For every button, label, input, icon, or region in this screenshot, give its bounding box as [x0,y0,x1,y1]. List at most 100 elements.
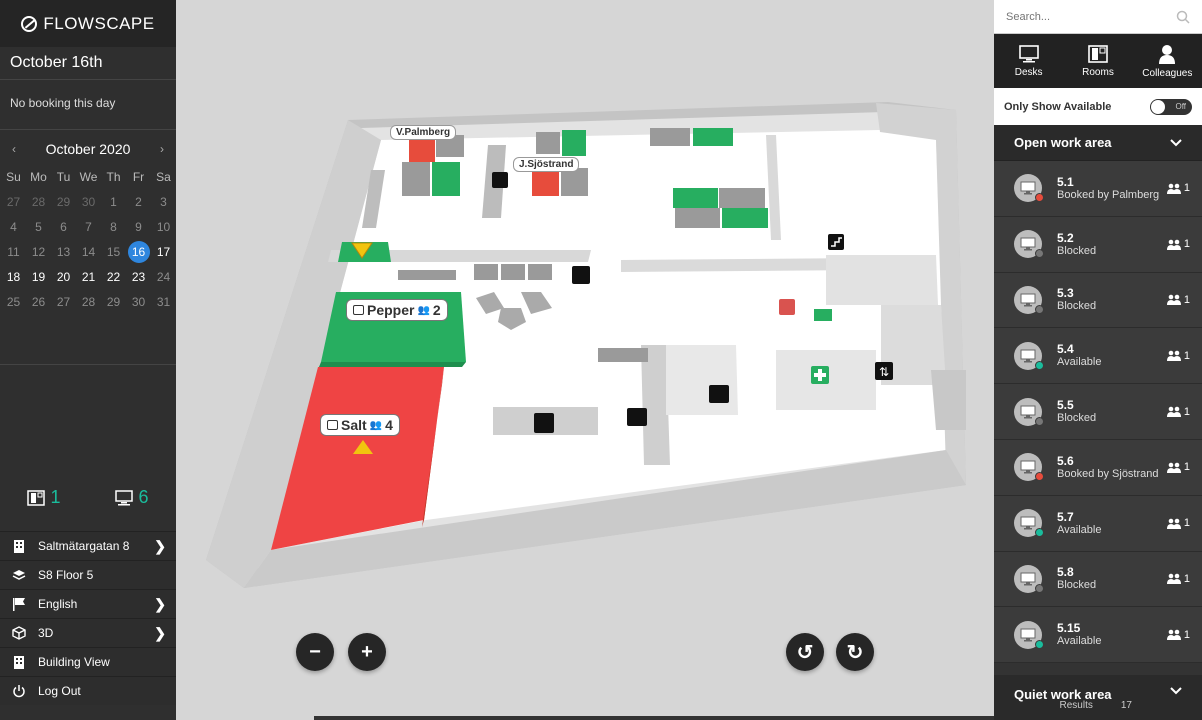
bench [598,348,648,362]
desk-capacity-value: 1 [1183,517,1190,530]
search-input[interactable] [1006,10,1176,23]
section-quiet-work-area[interactable]: Quiet work area [994,675,1202,720]
calendar-day[interactable]: 23 [131,269,146,284]
desk-status: Blocked [1057,579,1097,592]
desk-blocked [436,135,464,157]
people-icon [1166,295,1181,306]
tab-label: Colleagues [1142,67,1193,79]
wall-left [206,120,381,588]
calendar-day[interactable]: 22 [106,269,121,284]
status-dot [1035,304,1044,314]
room-block [826,255,938,305]
monitor-icon [1014,620,1044,649]
calendar-day[interactable]: 26 [31,294,46,309]
person-icon [1159,44,1176,64]
calendar-day[interactable]: 27 [56,294,71,309]
section-open-work-area[interactable]: Open work area [994,125,1202,161]
calendar-day[interactable]: 12 [31,244,46,259]
desk-capacity-value: 1 [1183,572,1190,585]
calendar-day[interactable]: 13 [56,244,71,259]
calendar-next-button[interactable]: › [160,142,164,156]
calendar-day[interactable]: 17 [156,244,171,259]
calendar-day[interactable]: 30 [131,294,146,309]
menu-item-s8-floor-5[interactable]: S8 Floor 5 [0,560,176,589]
status-dot [1035,193,1044,203]
calendar-day[interactable]: 7 [85,219,92,234]
calendar-day[interactable]: 18 [6,269,21,284]
room-salt[interactable] [271,367,444,550]
restaurant-icon [534,413,554,433]
calendar-day[interactable]: 20 [56,269,71,284]
results-label: Results [1059,700,1093,711]
monitor-icon [1014,230,1044,259]
calendar-day[interactable]: 21 [81,269,96,284]
tab-rooms[interactable]: Rooms [1063,34,1132,88]
selected-date-title: October 16th [0,47,176,80]
layers-icon [10,569,28,581]
calendar-prev-button[interactable]: ‹ [12,142,16,156]
calendar-day[interactable]: 1 [110,194,117,209]
monitor-icon [1014,341,1044,370]
calendar-day[interactable]: 15 [106,244,121,259]
restroom-icon [709,385,729,403]
menu-item-saltm-targatan-8[interactable]: Saltmätargatan 8❯ [0,531,176,560]
menu-item-label: 3D [38,626,54,640]
calendar-day[interactable]: 8 [110,219,117,234]
calendar-day[interactable]: 28 [81,294,96,309]
calendar-day[interactable]: 24 [156,269,171,284]
menu-item-log-out[interactable]: Log Out [0,676,176,705]
exit-icon [814,309,832,321]
calendar-day[interactable]: 3 [160,194,167,209]
calendar-day[interactable]: 31 [156,294,171,309]
menu-item-building-view[interactable]: Building View [0,647,176,676]
calendar-day[interactable]: 9 [135,219,142,234]
calendar-day[interactable]: 25 [6,294,21,309]
calendar-day-selected[interactable]: 16 [127,240,150,263]
cube-icon [10,626,28,640]
room-label-salt[interactable]: Salt 👥 4 [320,414,400,436]
desk-capacity: 1 [1166,461,1190,473]
floor-map[interactable]: ⇅ V.Palmberg J.Sjöstrand Pepper 👥 2 Salt… [176,0,994,720]
calendar-day[interactable]: 5 [35,219,42,234]
zoom-in-button[interactable]: + [348,633,386,671]
calendar-day[interactable]: 19 [31,269,46,284]
calendar-day[interactable]: 11 [7,244,20,259]
divider [0,364,176,365]
rotate-left-button[interactable]: ↺ [786,633,824,671]
calendar-day[interactable]: 29 [106,294,121,309]
search-icon[interactable] [1176,10,1190,24]
zoom-out-button[interactable]: − [296,633,334,671]
tab-desks[interactable]: Desks [994,34,1063,88]
monitor-icon [1014,174,1044,203]
rotate-right-button[interactable]: ↻ [836,633,874,671]
desk-capacity: 1 [1166,572,1190,585]
floor-plan-3d[interactable]: ⇅ [176,0,994,720]
only-available-toggle[interactable]: Off [1150,98,1192,115]
menu-item-3d[interactable]: 3D❯ [0,618,176,647]
calendar-day[interactable]: 10 [156,219,171,234]
desk-capacity: 1 [1166,350,1190,362]
calendar-day[interactable]: 2 [135,194,142,209]
menu-item-english[interactable]: English❯ [0,589,176,618]
room-count: 1 [27,487,61,508]
calendar-day[interactable]: 6 [60,219,67,234]
calendar-day[interactable]: 14 [81,244,96,259]
tab-colleagues[interactable]: Colleagues [1133,34,1202,88]
desk-name: 5.4 [1057,342,1074,357]
room-label-pepper[interactable]: Pepper 👥 2 [346,299,448,321]
section-header[interactable]: Quiet work area [994,675,1202,705]
calendar-day[interactable]: 4 [10,219,17,234]
printer-icon [572,266,590,284]
results-count: 17 [1120,700,1132,711]
chevron-right-icon: ❯ [154,595,166,612]
